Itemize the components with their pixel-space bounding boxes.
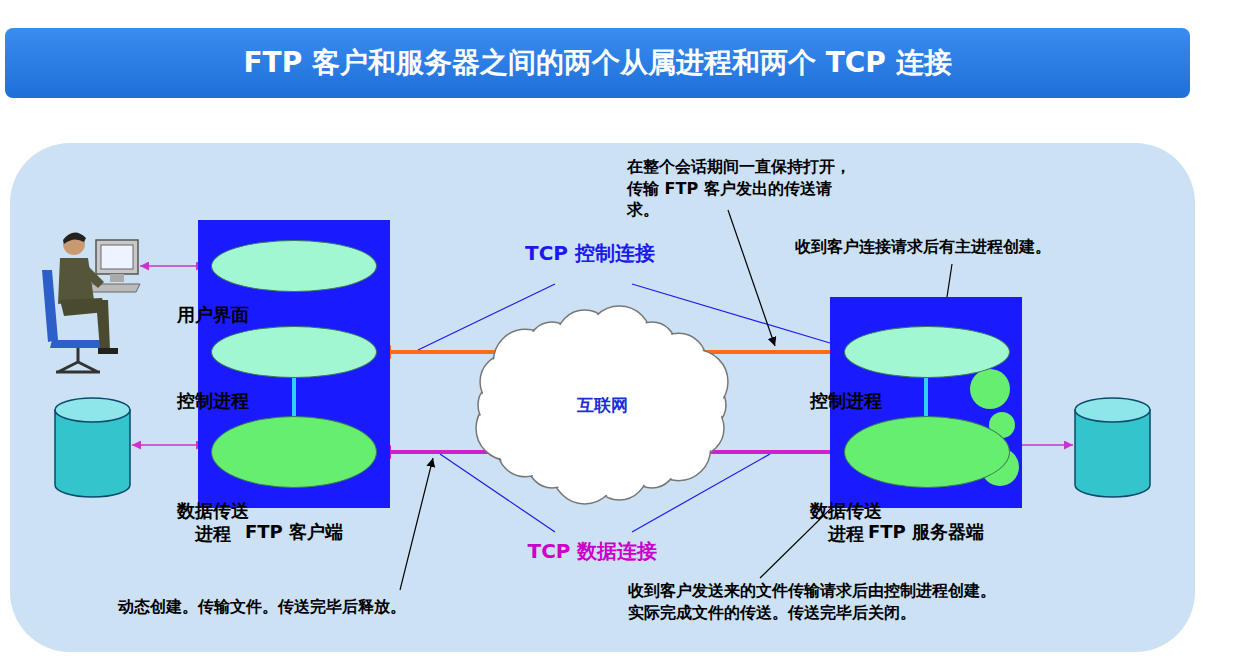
process-ellipse: 控制进程 bbox=[211, 326, 377, 378]
disk-cylinder bbox=[55, 398, 130, 497]
server-box: FTP 服务器端控制进程数据传送 进程 bbox=[830, 297, 1022, 508]
node-label: 数据传送 进程 bbox=[805, 499, 888, 546]
note-text: 动态创建。传输文件。传送完毕后释放。 bbox=[118, 596, 538, 618]
deco-circle bbox=[970, 369, 1010, 409]
leader-line bbox=[400, 458, 433, 590]
node-label: 数据传送 进程 bbox=[172, 499, 255, 546]
user-link bbox=[140, 265, 205, 267]
note-text: 收到客户发送来的文件传输请求后由控制进程创建。 实际完成文件的传送。传送完毕后关… bbox=[628, 580, 1003, 623]
title-banner: FTP 客户和服务器之间的两个从属进程和两个 TCP 连接 bbox=[5, 28, 1190, 98]
process-ellipse: 数据传送 进程 bbox=[844, 416, 1010, 488]
node-label: 控制进程 bbox=[172, 389, 255, 412]
link-bar bbox=[292, 378, 296, 416]
node-label: 控制进程 bbox=[805, 389, 888, 412]
leader-line bbox=[728, 210, 775, 346]
user-figure bbox=[42, 232, 140, 372]
process-ellipse: 用户界面 bbox=[211, 240, 377, 292]
disk-cylinder bbox=[1075, 398, 1150, 497]
background-panel bbox=[10, 143, 1195, 652]
process-ellipse: 数据传送 进程 bbox=[211, 416, 377, 488]
disk-link bbox=[132, 444, 205, 446]
connection-label: TCP 控制连接 bbox=[500, 240, 680, 267]
connection-label: TCP 数据连接 bbox=[500, 538, 685, 565]
note-text: 收到客户连接请求后有主进程创建。 bbox=[795, 236, 1175, 258]
process-ellipse: 控制进程 bbox=[844, 326, 1010, 378]
client-box: FTP 客户端用户界面控制进程数据传送 进程 bbox=[198, 220, 390, 508]
node-label: 用户界面 bbox=[172, 303, 255, 326]
internet-cloud: 互联网 bbox=[465, 305, 740, 505]
link-bar bbox=[924, 378, 928, 416]
node-label: 互联网 bbox=[577, 394, 628, 417]
note-text: 在整个会话期间一直保持打开， 传输 FTP 客户发出的传送请求。 bbox=[627, 156, 863, 221]
